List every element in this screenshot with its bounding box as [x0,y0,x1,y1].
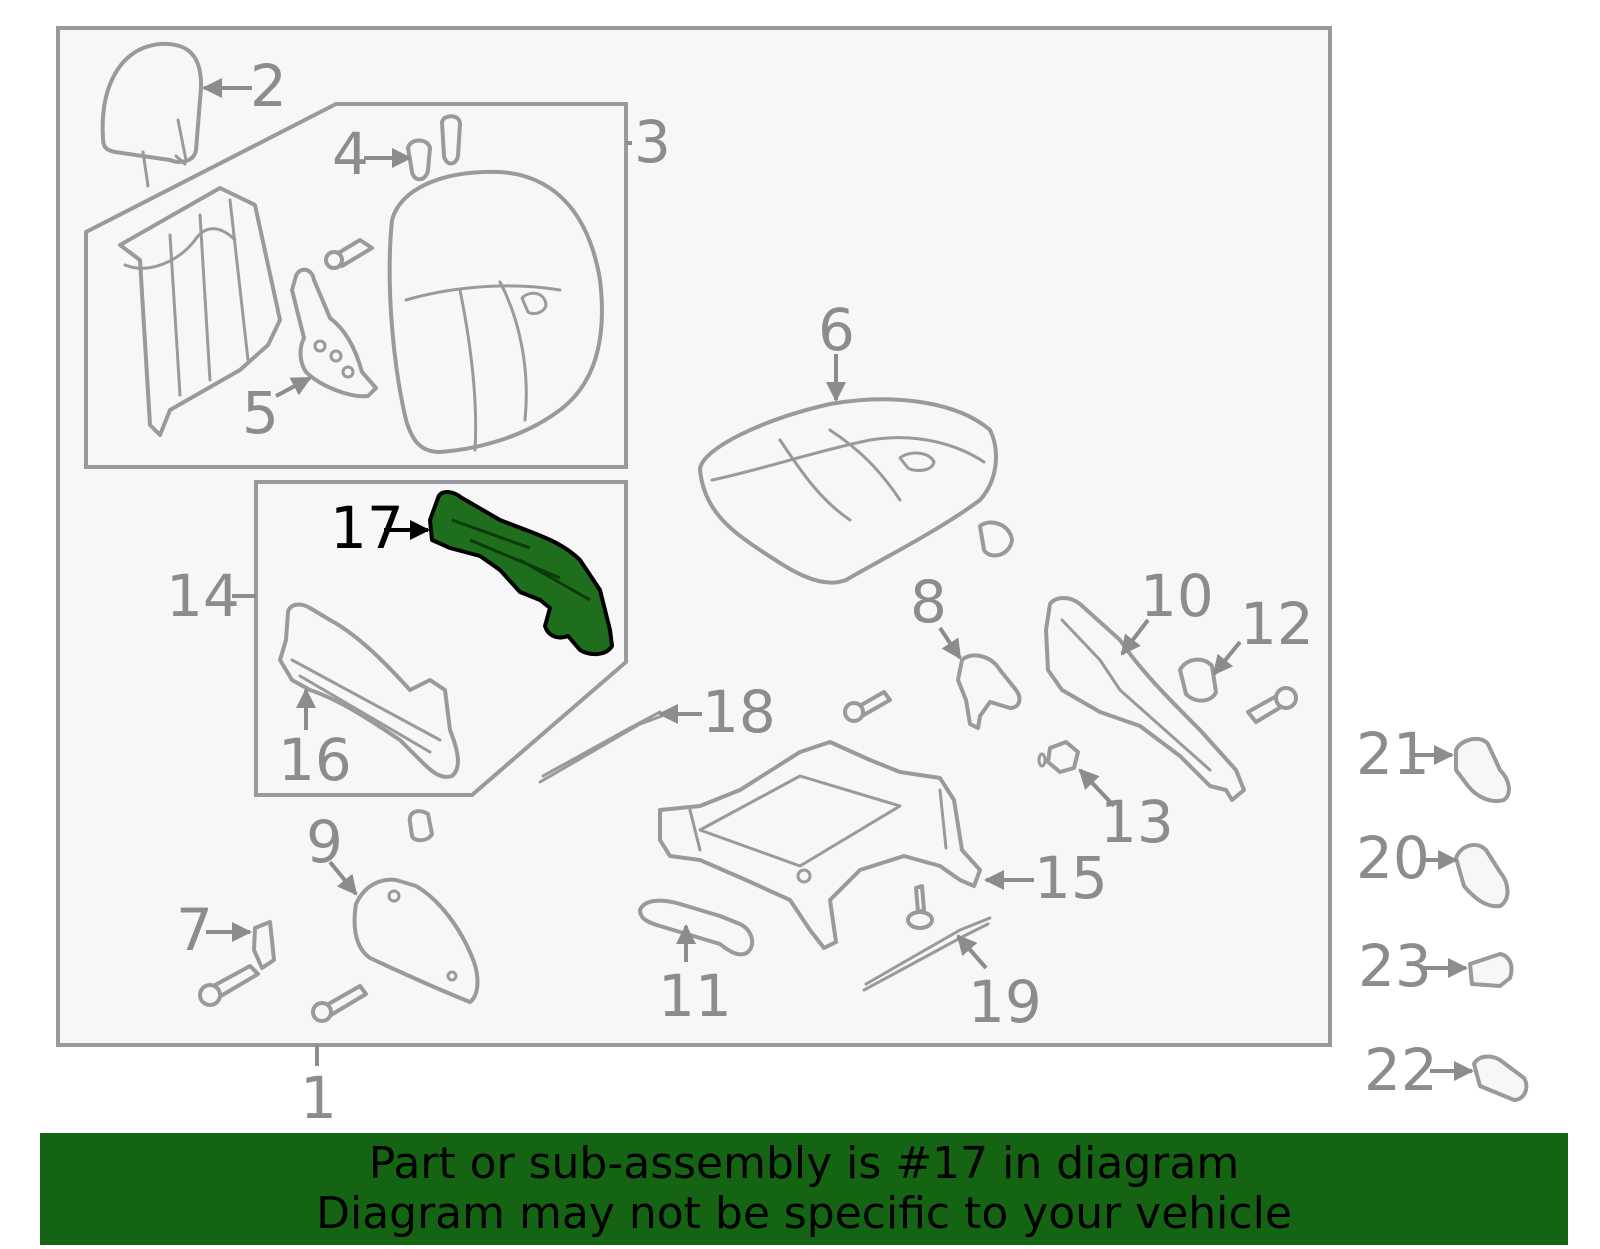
leader-12 [1212,640,1242,676]
part-21-cover[interactable] [1454,736,1511,803]
callout-19[interactable]: 19 [968,968,1042,1036]
cushion-clip [978,520,1014,558]
part-4-headrest-guide[interactable] [406,114,462,182]
callout-7[interactable]: 7 [176,896,213,964]
callout-21[interactable]: 21 [1356,720,1430,788]
part-13-nut[interactable] [1037,740,1080,774]
info-banner: Part or sub-assembly is #17 in diagram D… [40,1133,1568,1245]
callout-12[interactable]: 12 [1240,590,1314,658]
leader-10 [1120,618,1150,656]
part-2-headrest[interactable] [100,41,203,188]
callout-5[interactable]: 5 [242,379,279,447]
adjuster-bolt [906,884,934,930]
part-9-side-shield[interactable] [352,877,480,1004]
callout-20[interactable]: 20 [1356,824,1430,892]
part-7-bracket[interactable] [198,920,276,1007]
part-22-cover[interactable] [1472,1054,1529,1102]
part-23-cover[interactable] [1468,952,1514,988]
part-18-wire[interactable] [538,710,664,784]
banner-line-1: Part or sub-assembly is #17 in diagram [368,1138,1240,1189]
callout-17[interactable]: 17 [330,494,404,562]
leader-8 [938,626,962,660]
callout-1[interactable]: 1 [300,1064,337,1132]
leader-19 [956,934,988,970]
part-17-seat-track[interactable] [428,490,614,657]
banner-line-2: Diagram may not be specific to your vehi… [316,1188,1292,1239]
callout-2[interactable]: 2 [250,52,287,120]
bolt-center [843,690,892,723]
leader-5 [275,376,312,398]
seatback-bolt [324,238,374,270]
seatback-frame [118,186,282,437]
callout-22[interactable]: 22 [1364,1036,1438,1104]
callout-8[interactable]: 8 [910,568,947,636]
shield-bolt [311,984,368,1023]
callout-18[interactable]: 18 [702,678,776,746]
callout-10[interactable]: 10 [1140,562,1214,630]
callout-3[interactable]: 3 [634,108,671,176]
small-clip [407,809,434,843]
part-12-cap[interactable] [1178,657,1218,703]
part-8-bracket[interactable] [956,653,1022,730]
part-20-cover[interactable] [1454,842,1510,909]
callout-11[interactable]: 11 [658,962,732,1030]
seatback-cover [387,169,604,454]
callout-9[interactable]: 9 [306,808,343,876]
callout-14[interactable]: 14 [166,562,240,630]
part-10-side-frame[interactable] [1044,596,1246,802]
callout-16[interactable]: 16 [278,726,352,794]
callout-6[interactable]: 6 [818,296,855,364]
callout-13[interactable]: 13 [1100,788,1174,856]
part-11-lever[interactable] [638,898,755,957]
frame-bolt [1246,686,1298,724]
callout-23[interactable]: 23 [1358,932,1432,1000]
part-15-adjuster[interactable] [658,740,982,950]
leader-9 [328,860,358,896]
callout-4[interactable]: 4 [332,120,369,188]
part-6-seat-cushion[interactable] [698,397,998,585]
part-16-track-rail[interactable] [278,602,460,779]
leader-13 [1078,768,1116,808]
callout-15[interactable]: 15 [1034,844,1108,912]
part-5-recliner[interactable] [290,267,378,399]
